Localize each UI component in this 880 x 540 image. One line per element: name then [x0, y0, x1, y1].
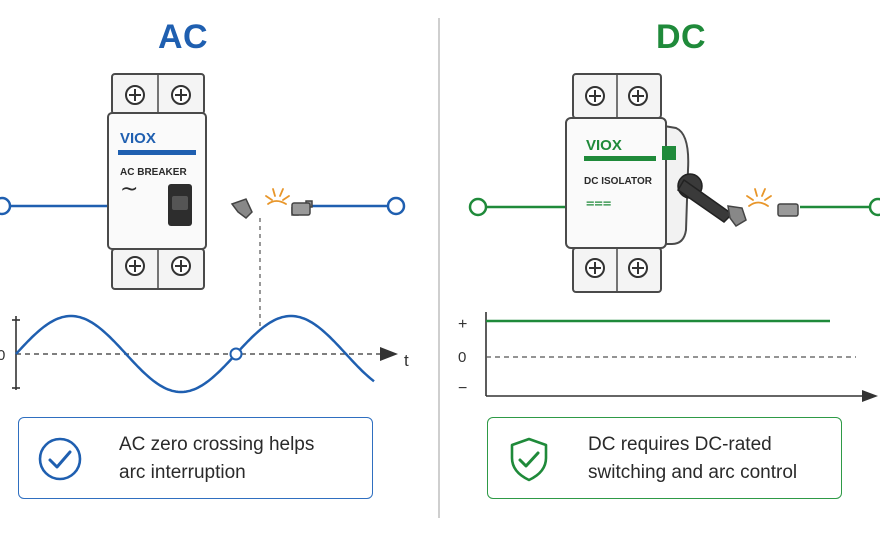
dc-waveform-axes: [485, 312, 878, 402]
center-divider: [438, 18, 440, 518]
ac-brand-label: VIOX: [120, 130, 156, 147]
dc-device-label: DC ISOLATOR: [584, 176, 653, 187]
ac-breaker-device: [107, 73, 207, 290]
shield-check-icon: [510, 437, 548, 482]
dc-right-terminal-node: [868, 197, 880, 217]
ac-time-axis-label: t: [404, 351, 409, 370]
ac-spark-icon: [265, 188, 290, 205]
screw-icon: [171, 85, 191, 105]
ac-brand-stripe: [118, 150, 196, 155]
ac-card-line-2: arc interruption: [119, 462, 246, 483]
dc-open-contacts: [727, 203, 799, 227]
screw-icon: [585, 86, 605, 106]
ac-info-card: AC zero crossing helps arc interruption: [18, 417, 373, 499]
dc-zero-label: 0: [458, 349, 466, 366]
dc-isolator-device: [565, 73, 734, 293]
ac-waveform-axes: [12, 316, 398, 390]
dc-plus-label: +: [458, 316, 467, 333]
screw-icon: [125, 256, 145, 276]
screw-icon: [171, 256, 191, 276]
ac-toggle-lever: [168, 184, 192, 226]
screw-icon: [628, 258, 648, 278]
ac-device-label: AC BREAKER: [120, 167, 187, 178]
ac-circuit-line: [0, 196, 406, 216]
dc-left-terminal-node: [468, 197, 488, 217]
dc-card-line-1: DC requires DC-rated: [588, 434, 772, 455]
screw-icon: [125, 85, 145, 105]
dc-brand-label: VIOX: [586, 137, 622, 154]
screw-icon: [585, 258, 605, 278]
dc-spark-icon: [746, 188, 772, 207]
ac-zero-crossing-marker: [229, 347, 243, 361]
ac-card-line-1: AC zero crossing helps: [119, 434, 315, 455]
dc-info-card: DC requires DC-rated switching and arc c…: [487, 417, 842, 499]
dc-card-line-2: switching and arc control: [588, 462, 798, 483]
dc-symbol: ===: [586, 196, 611, 212]
dc-circuit-line: [468, 197, 880, 217]
dc-heading: DC: [656, 18, 707, 56]
ac-open-contacts: [230, 198, 313, 219]
screw-icon: [628, 86, 648, 106]
ac-sine-wave: [15, 314, 375, 394]
check-circle-icon: [38, 437, 82, 481]
ac-left-terminal-node: [0, 196, 12, 216]
ac-zero-label: 0: [0, 347, 5, 364]
dc-rotary-handle: [676, 173, 734, 223]
dc-brand-stripe: [584, 156, 656, 161]
ac-sine-symbol: ~: [120, 177, 138, 202]
ac-heading: AC: [158, 18, 209, 56]
dc-minus-label: −: [458, 380, 467, 397]
ac-right-terminal-node: [386, 196, 406, 216]
